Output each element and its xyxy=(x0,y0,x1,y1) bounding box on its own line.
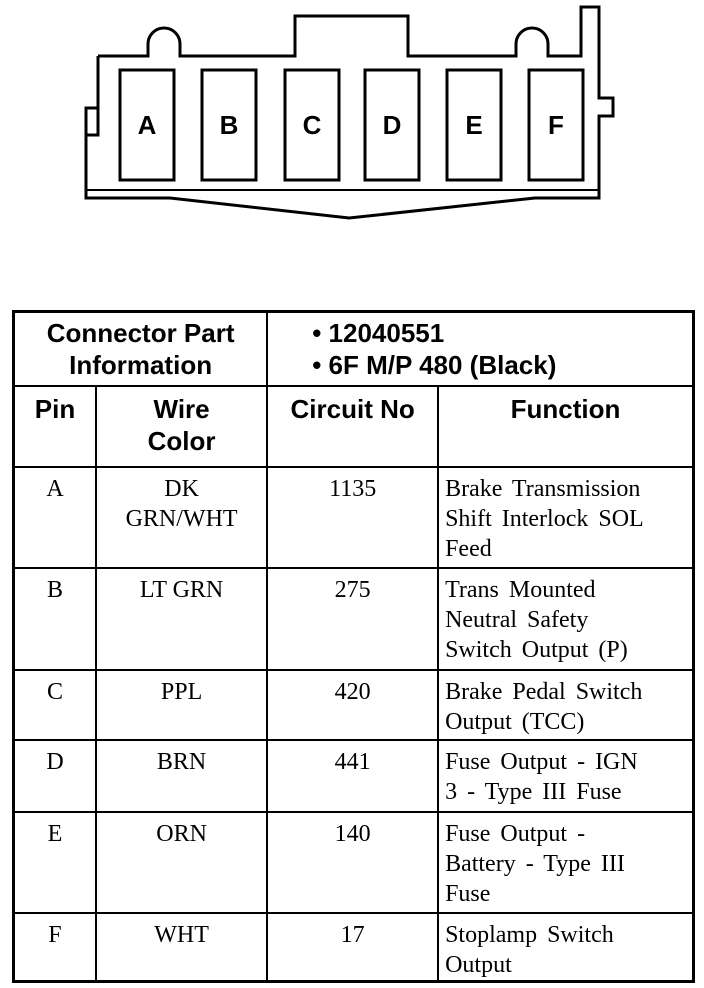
table-row: A DK GRN/WHT 1135 Brake Transmission Shi… xyxy=(12,466,695,569)
wire-color-line: WHT xyxy=(154,922,209,948)
function-cell: Trans Mounted Neutral Safety Switch Outp… xyxy=(437,567,695,671)
circuit-no-cell: 420 xyxy=(266,669,440,741)
function-line: Switch Output (P) xyxy=(445,637,628,663)
wire-color-line: PPL xyxy=(160,679,203,705)
wire-color-cell: WHT xyxy=(94,912,269,983)
function-line: Feed xyxy=(445,536,492,562)
wire-color-line: GRN/WHT xyxy=(125,506,238,532)
function-line: Trans Mounted xyxy=(445,577,596,603)
pin-cell: E xyxy=(12,811,97,914)
wire-color-line: BRN xyxy=(156,749,207,775)
wire-color-cell: ORN xyxy=(94,811,269,914)
pin-cell: D xyxy=(12,739,97,813)
pin-cavity-e xyxy=(445,68,503,182)
pin-cell: A xyxy=(12,466,97,569)
function-line: Fuse Output - IGN xyxy=(445,749,638,775)
header-wire-color-line2: Color xyxy=(147,426,216,456)
function-cell: Stoplamp Switch Output xyxy=(437,912,695,983)
part-info-row: Connector Part Information 12040551 6F M… xyxy=(12,310,695,387)
connector-housing-outline xyxy=(84,5,615,220)
pin-label-d: D xyxy=(383,110,402,140)
part-numbers: 12040551 6F M/P 480 (Black) xyxy=(266,310,695,387)
wire-color-cell: DK GRN/WHT xyxy=(94,466,269,569)
function-line: Neutral Safety xyxy=(445,607,589,633)
wire-color-cell: LT GRN xyxy=(94,567,269,671)
function-line: 3 - Type III Fuse xyxy=(445,779,622,805)
table-row: C PPL 420 Brake Pedal Switch Output (TCC… xyxy=(12,669,695,741)
part-info-label-line2: Information xyxy=(69,350,213,380)
connector-face-diagram: A B C D E F xyxy=(84,5,615,220)
circuit-no-cell: 441 xyxy=(266,739,440,813)
wire-color-line: DK xyxy=(164,476,199,502)
function-cell: Brake Pedal Switch Output (TCC) xyxy=(437,669,695,741)
header-row: Pin Wire Color Circuit No Function xyxy=(12,385,695,468)
pin-label-a: A xyxy=(138,110,157,140)
circuit-no-cell: 1135 xyxy=(266,466,440,569)
pin-cavity-f xyxy=(527,68,585,182)
function-line: Fuse Output - xyxy=(445,821,586,847)
pin-cavity-b xyxy=(200,68,258,182)
wire-color-cell: BRN xyxy=(94,739,269,813)
pin-cell: B xyxy=(12,567,97,671)
header-wire-color-line1: Wire xyxy=(153,394,210,424)
pin-label-b: B xyxy=(220,110,239,140)
table-row: D BRN 441 Fuse Output - IGN 3 - Type III… xyxy=(12,739,695,813)
wire-color-line: ORN xyxy=(156,821,207,847)
header-function: Function xyxy=(437,385,695,468)
function-line: Output xyxy=(445,952,512,978)
function-line: Shift Interlock SOL xyxy=(445,506,644,532)
pin-label-e: E xyxy=(465,110,482,140)
function-cell: Brake Transmission Shift Interlock SOL F… xyxy=(437,466,695,569)
pin-cavity-d xyxy=(363,68,421,182)
function-line: Brake Transmission xyxy=(445,476,641,502)
header-circuit-no: Circuit No xyxy=(266,385,440,468)
function-line: Stoplamp Switch xyxy=(445,922,614,948)
pin-cavity-c xyxy=(283,68,341,182)
header-pin: Pin xyxy=(12,385,97,468)
circuit-no-cell: 275 xyxy=(266,567,440,671)
part-info-label-line1: Connector Part xyxy=(46,318,235,348)
pin-cell: F xyxy=(12,912,97,983)
pin-label-c: C xyxy=(303,110,322,140)
function-cell: Fuse Output - Battery - Type III Fuse xyxy=(437,811,695,914)
circuit-no-cell: 17 xyxy=(266,912,440,983)
pinout-table: Connector Part Information 12040551 6F M… xyxy=(12,310,695,983)
pin-cell: C xyxy=(12,669,97,741)
function-line: Output (TCC) xyxy=(445,709,585,735)
function-line: Brake Pedal Switch xyxy=(445,679,643,705)
wire-color-line: LT GRN xyxy=(139,577,224,603)
part-number: 6F M/P 480 (Black) xyxy=(312,349,692,381)
function-line: Fuse xyxy=(445,881,491,907)
circuit-no-cell: 140 xyxy=(266,811,440,914)
pin-label-f: F xyxy=(548,110,564,140)
table-row: F WHT 17 Stoplamp Switch Output xyxy=(12,912,695,983)
pin-cavity-a xyxy=(118,68,176,182)
wire-color-cell: PPL xyxy=(94,669,269,741)
part-number: 12040551 xyxy=(312,317,692,349)
header-wire-color: Wire Color xyxy=(94,385,269,468)
part-info-label: Connector Part Information xyxy=(12,310,269,387)
table-row: E ORN 140 Fuse Output - Battery - Type I… xyxy=(12,811,695,914)
function-line: Battery - Type III xyxy=(445,851,625,877)
table-row: B LT GRN 275 Trans Mounted Neutral Safet… xyxy=(12,567,695,671)
function-cell: Fuse Output - IGN 3 - Type III Fuse xyxy=(437,739,695,813)
